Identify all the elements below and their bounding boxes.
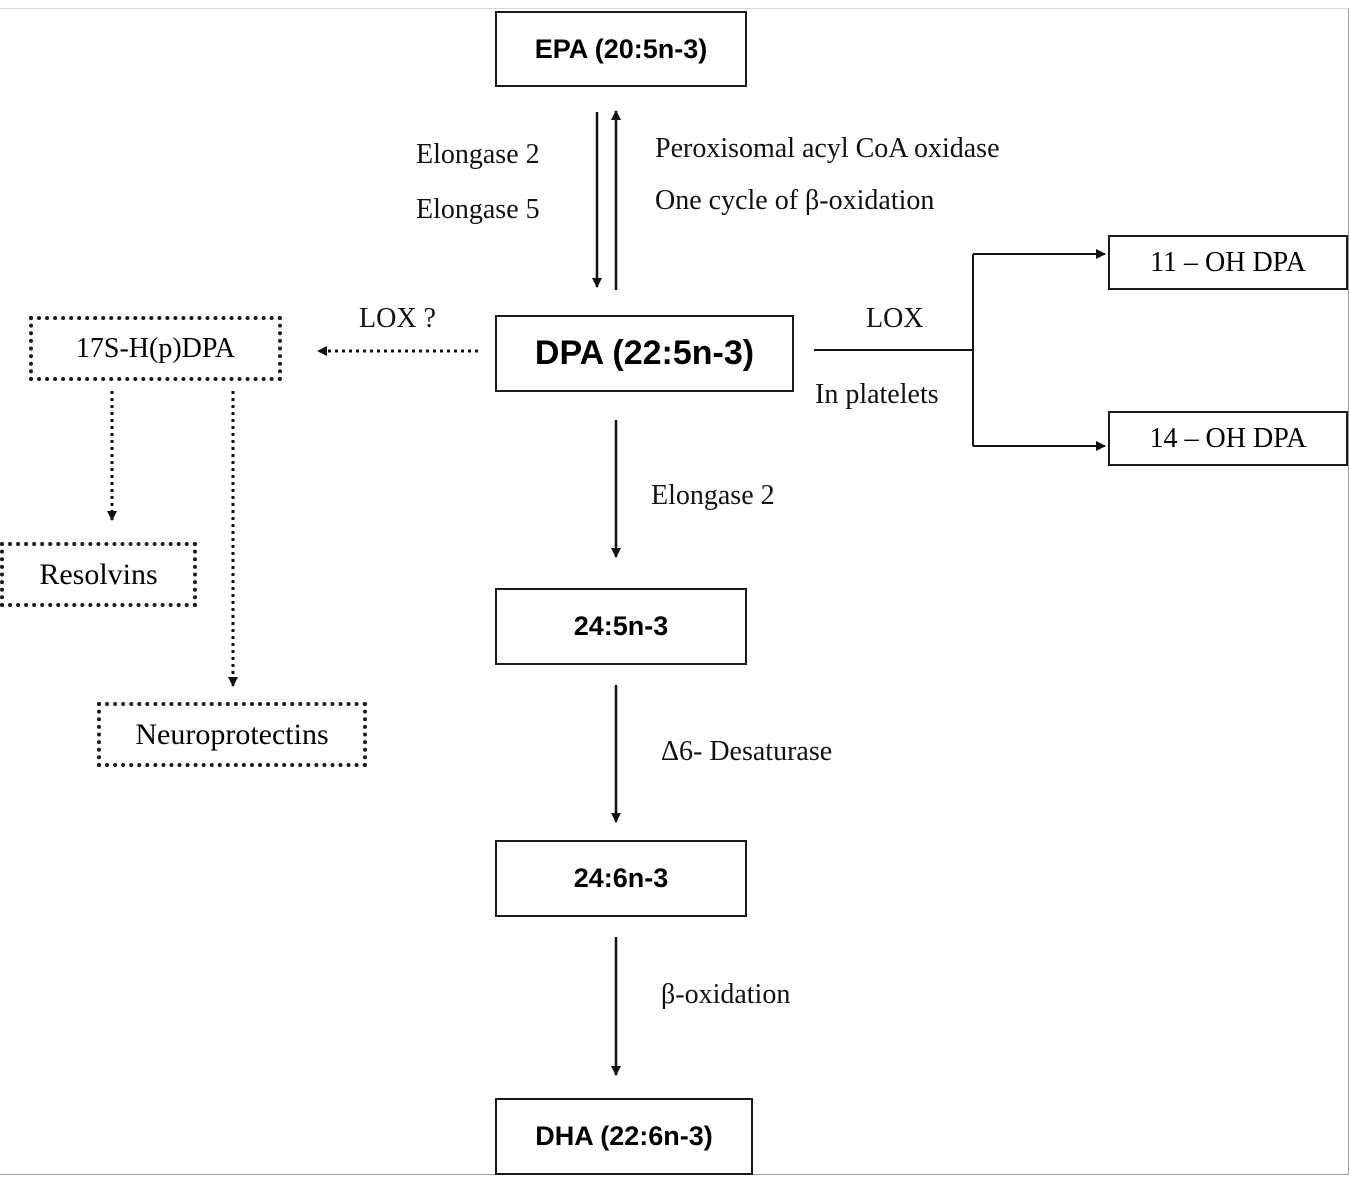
label-elongase-5: Elongase 5 — [416, 194, 540, 225]
node-epa: EPA (20:5n-3) — [495, 11, 747, 87]
label-peroxisomal-oxidase: Peroxisomal acyl CoA oxidase — [655, 133, 1000, 164]
label-elongase-2-top: Elongase 2 — [416, 139, 540, 170]
label-lox: LOX — [866, 303, 924, 334]
node-dpa: DPA (22:5n-3) — [495, 315, 794, 392]
node-24-5n3: 24:5n-3 — [495, 588, 747, 665]
label-delta6-desaturase: Δ6- Desaturase — [661, 736, 833, 767]
node-17s-hpdpa: 17S-H(p)DPA — [29, 316, 282, 381]
label-beta-oxidation-cycle: One cycle of β-oxidation — [655, 185, 935, 216]
node-dha: DHA (22:6n-3) — [495, 1098, 753, 1175]
node-24-6n3: 24:6n-3 — [495, 840, 747, 917]
node-neuroprotectins: Neuroprotectins — [97, 702, 367, 767]
label-beta-oxidation: β-oxidation — [661, 979, 791, 1010]
label-elongase-2-mid: Elongase 2 — [651, 480, 775, 511]
node-14-oh-dpa: 14 – OH DPA — [1108, 411, 1348, 466]
node-11-oh-dpa: 11 – OH DPA — [1108, 235, 1348, 290]
node-resolvins: Resolvins — [0, 542, 197, 607]
label-lox-question: LOX ? — [359, 303, 436, 334]
label-in-platelets: In platelets — [815, 379, 939, 410]
